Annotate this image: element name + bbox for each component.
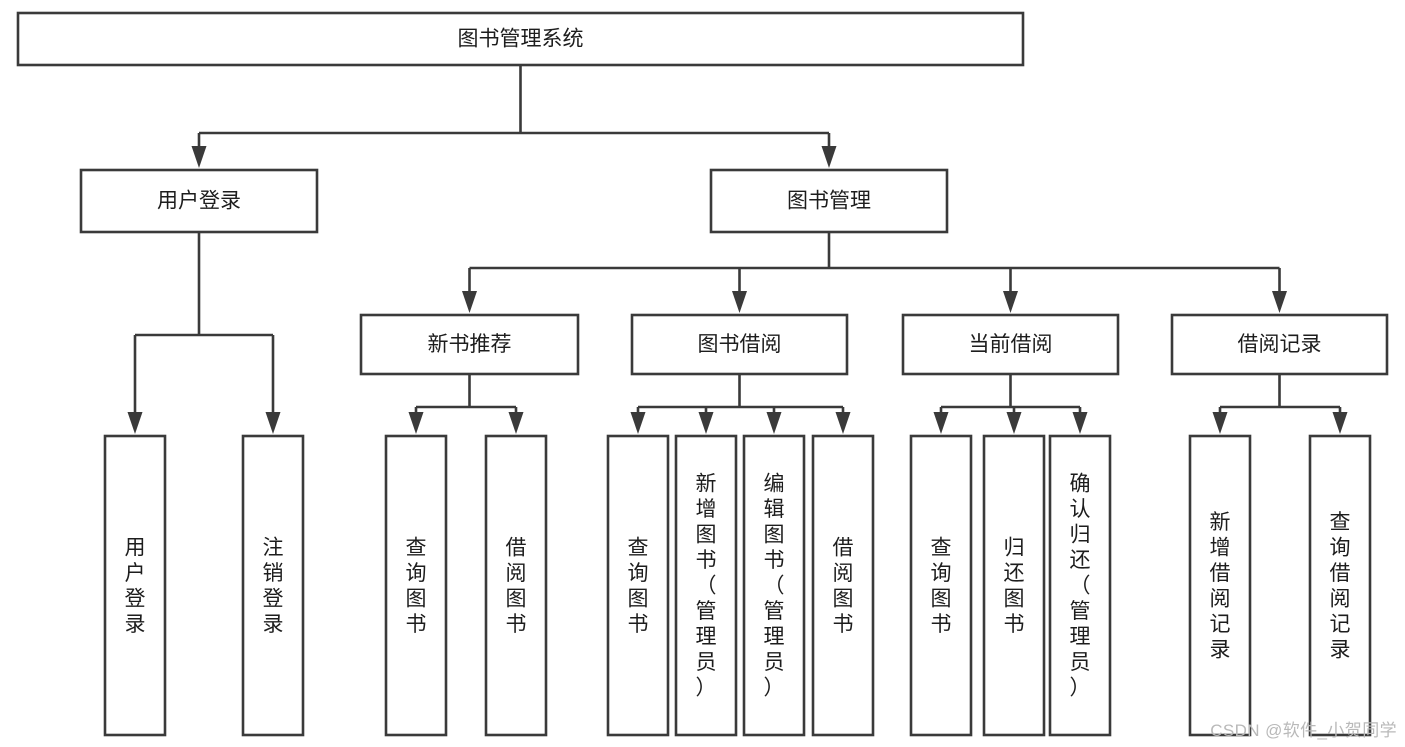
node-rect — [901, 313, 1120, 376]
node-label: 借阅记录 — [1238, 333, 1322, 356]
node-l3-新书推荐[interactable]: 新书推荐 — [359, 313, 580, 376]
node-rect — [484, 434, 548, 737]
node-label: 当前借阅 — [969, 333, 1053, 356]
node-label: 编辑图书（管理员） — [764, 473, 785, 700]
node-leaf-5[interactable]: 新增图书（管理员） — [674, 434, 738, 737]
node-leaf-3[interactable]: 借阅图书 — [484, 434, 548, 737]
node-rect — [742, 434, 806, 737]
node-label: 确认归还（管理员） — [1070, 473, 1091, 700]
node-leaf-6[interactable]: 编辑图书（管理员） — [742, 434, 806, 737]
arrow-head-icon — [508, 412, 524, 434]
node-leaf-11[interactable]: 新增借阅记录 — [1188, 434, 1252, 737]
node-label: 新增借阅记录 — [1210, 511, 1231, 662]
node-rect — [359, 313, 580, 376]
node-leaf-4[interactable]: 查询图书 — [606, 434, 670, 737]
arrow-head-icon — [630, 412, 646, 434]
arrow-head-icon — [766, 412, 782, 434]
arrow-head-icon — [1006, 412, 1022, 434]
node-leaf-7[interactable]: 借阅图书 — [811, 434, 875, 737]
node-label: 归还图书 — [1004, 536, 1025, 636]
node-rect — [630, 313, 849, 376]
arrow-head-icon — [191, 146, 207, 168]
node-leaf-9[interactable]: 归还图书 — [982, 434, 1046, 737]
arrow-head-icon — [1212, 412, 1228, 434]
node-label: 查询借阅记录 — [1330, 511, 1351, 662]
arrow-head-icon — [1072, 412, 1088, 434]
arrow-head-icon — [127, 412, 143, 434]
node-rect — [103, 434, 167, 737]
node-label: 查询图书 — [406, 536, 427, 636]
node-rect — [384, 434, 448, 737]
arrow-head-icon — [698, 412, 714, 434]
arrow-head-icon — [408, 412, 424, 434]
arrow-head-icon — [821, 146, 837, 168]
node-leaf-8[interactable]: 查询图书 — [909, 434, 973, 737]
node-label: 注销登录 — [263, 536, 284, 636]
node-label: 查询图书 — [628, 536, 649, 636]
node-l2-用户登录[interactable]: 用户登录 — [79, 168, 319, 234]
node-label: 查询图书 — [931, 536, 952, 636]
node-rect — [1308, 434, 1372, 737]
node-leaf-2[interactable]: 查询图书 — [384, 434, 448, 737]
node-label: 图书管理系统 — [458, 28, 584, 51]
arrow-head-icon — [462, 291, 477, 313]
node-rect — [811, 434, 875, 737]
node-leaf-12[interactable]: 查询借阅记录 — [1308, 434, 1372, 737]
node-label: 用户登录 — [125, 536, 146, 636]
node-rect — [909, 434, 973, 737]
node-label: 新增图书（管理员） — [696, 473, 717, 700]
node-label: 新书推荐 — [428, 333, 512, 356]
node-rect — [709, 168, 949, 234]
node-leaf-1[interactable]: 注销登录 — [241, 434, 305, 737]
arrow-head-icon — [1332, 412, 1348, 434]
node-rect — [241, 434, 305, 737]
node-label: 借阅图书 — [506, 536, 527, 636]
node-rect — [606, 434, 670, 737]
arrow-head-icon — [732, 291, 747, 313]
node-leaf-10[interactable]: 确认归还（管理员） — [1048, 434, 1112, 737]
arrow-head-icon — [1003, 291, 1018, 313]
connector-lines — [127, 65, 1348, 434]
node-l3-图书借阅[interactable]: 图书借阅 — [630, 313, 849, 376]
arrow-head-icon — [933, 412, 949, 434]
node-rect — [16, 11, 1025, 67]
node-rect — [982, 434, 1046, 737]
node-l2-图书管理[interactable]: 图书管理 — [709, 168, 949, 234]
node-label: 图书管理 — [787, 190, 871, 213]
node-l3-借阅记录[interactable]: 借阅记录 — [1170, 313, 1389, 376]
node-root-图书管理系统[interactable]: 图书管理系统 — [16, 11, 1025, 67]
node-rect — [674, 434, 738, 737]
node-label: 借阅图书 — [833, 536, 854, 636]
arrow-head-icon — [265, 412, 281, 434]
node-rect — [1048, 434, 1112, 737]
node-rect — [1170, 313, 1389, 376]
node-rect — [1188, 434, 1252, 737]
node-label: 用户登录 — [157, 190, 241, 213]
node-label: 图书借阅 — [698, 333, 782, 356]
node-rect — [79, 168, 319, 234]
node-boxes: 图书管理系统用户登录图书管理新书推荐图书借阅当前借阅借阅记录用户登录注销登录查询… — [16, 11, 1389, 737]
arrow-head-icon — [1272, 291, 1287, 313]
node-l3-当前借阅[interactable]: 当前借阅 — [901, 313, 1120, 376]
node-leaf-0[interactable]: 用户登录 — [103, 434, 167, 737]
arrow-head-icon — [835, 412, 851, 434]
